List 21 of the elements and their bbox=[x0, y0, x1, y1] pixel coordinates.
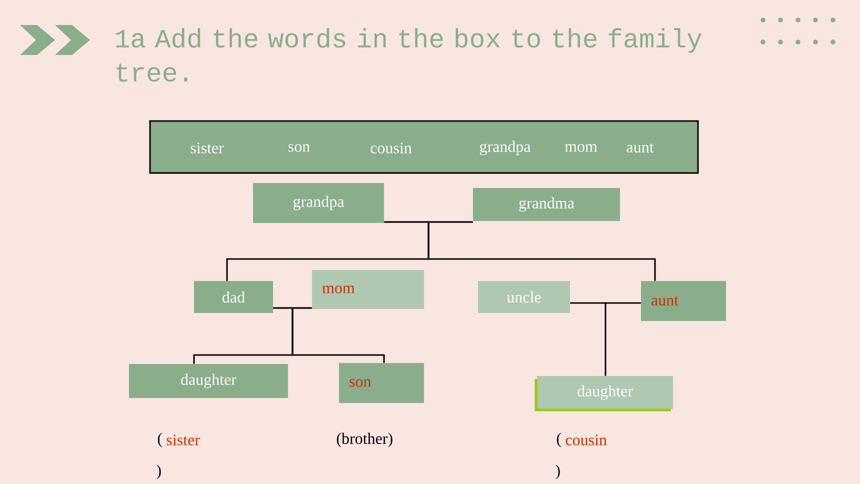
answer-note: cousin bbox=[566, 434, 607, 446]
answer-note: ( bbox=[158, 432, 162, 448]
answer-note: ) bbox=[556, 464, 560, 480]
tree-line bbox=[428, 221, 656, 281]
answer-note: (brother) bbox=[336, 432, 392, 448]
member-box: mom bbox=[312, 270, 424, 309]
member-box: son bbox=[339, 362, 424, 403]
member-box: daughter bbox=[534, 376, 673, 412]
title: 1a Add the words in the box to the family tree. bbox=[116, 28, 702, 82]
member-box: aunt bbox=[641, 280, 726, 321]
member-box: daughter bbox=[129, 364, 288, 398]
member-box: grandpa bbox=[253, 183, 384, 223]
member-box: grandma bbox=[473, 188, 620, 221]
tree-line bbox=[604, 302, 641, 376]
member-box: dad bbox=[194, 280, 273, 313]
answer-note: sister bbox=[166, 434, 200, 446]
answer-note: ) bbox=[156, 464, 161, 480]
word-box: sister son cousin grandpa mom aunt bbox=[149, 120, 699, 174]
tree-line bbox=[292, 307, 385, 363]
member-box: uncle bbox=[478, 280, 570, 313]
answer-note: ( bbox=[556, 432, 562, 448]
